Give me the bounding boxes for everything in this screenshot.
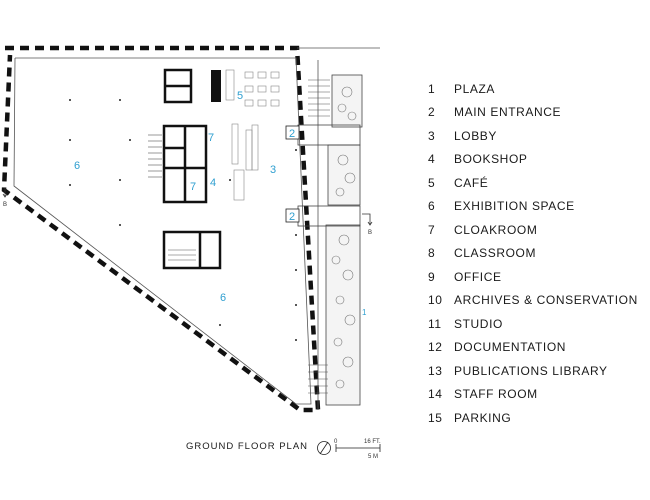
section-marker-right xyxy=(362,213,373,226)
legend-number: 3 xyxy=(428,128,436,143)
legend-item: 11 STUDIO xyxy=(428,312,643,336)
legend-item: 1 PLAZA xyxy=(428,77,643,101)
scale-feet: 16 FT. xyxy=(364,439,381,445)
cafe-counter xyxy=(211,70,221,102)
legend-item: 3 LOBBY xyxy=(428,124,643,148)
legend-number: 2 xyxy=(428,105,436,120)
legend-item: 13 PUBLICATIONS LIBRARY xyxy=(428,359,643,383)
legend-number: 12 xyxy=(428,340,443,355)
legend-label: MAIN ENTRANCE xyxy=(454,105,562,120)
section-label-right: B xyxy=(368,230,372,236)
room-legend: 1 PLAZA 2 MAIN ENTRANCE 3 LOBBY 4 BOOKSHOP 5 CAFÉ… xyxy=(428,77,643,430)
section-marker-left xyxy=(2,188,8,198)
room-label-entrance-top: 2 xyxy=(289,128,295,140)
legend-label: PLAZA xyxy=(454,81,496,96)
room-label-cafe: 5 xyxy=(237,90,243,102)
interior-outline xyxy=(13,47,380,410)
legend-item: 4 BOOKSHOP xyxy=(428,148,643,172)
legend-item: 2 MAIN ENTRANCE xyxy=(428,101,643,125)
legend-number: 1 xyxy=(428,81,436,96)
entrance-marker-top-box xyxy=(285,125,300,140)
legend-item: 10 ARCHIVES & CONSERVATION xyxy=(428,289,643,313)
legend-number: 8 xyxy=(428,246,436,261)
room-label-entrance-bottom: 2 xyxy=(289,211,295,223)
room-label-lobby: 3 xyxy=(270,164,276,176)
room-label-plaza: 1 xyxy=(362,308,367,317)
legend-item: 15 PARKING xyxy=(428,406,643,430)
planter-trees xyxy=(331,86,357,389)
legend-label: STAFF ROOM xyxy=(454,387,538,402)
lower-core xyxy=(162,230,222,270)
legend-label: CLASSROOM xyxy=(454,246,537,261)
cafe-core xyxy=(163,68,193,104)
legend-label: STUDIO xyxy=(454,316,503,331)
cafe-tables xyxy=(225,69,280,107)
plaza-stairs xyxy=(308,79,330,394)
central-core xyxy=(162,124,208,204)
scale-meters: 5 M xyxy=(368,454,378,460)
legend-number: 6 xyxy=(428,199,436,214)
legend-item: 12 DOCUMENTATION xyxy=(428,336,643,360)
legend-number: 7 xyxy=(428,222,436,237)
legend-number: 9 xyxy=(428,269,436,284)
legend-item: 14 STAFF ROOM xyxy=(428,383,643,407)
plaza-planters xyxy=(325,74,363,406)
scale-bar xyxy=(335,444,381,452)
section-label-left: B xyxy=(3,202,7,208)
legend-number: 14 xyxy=(428,387,443,402)
scale-zero: 0 xyxy=(334,439,338,445)
legend-number: 11 xyxy=(428,316,442,331)
lower-core-stair xyxy=(168,249,196,261)
bookshop-shelves xyxy=(231,123,259,201)
legend-label: PUBLICATIONS LIBRARY xyxy=(454,363,608,378)
core-stair xyxy=(148,134,162,178)
legend-number: 13 xyxy=(428,363,443,378)
entrance-marker-bottom-box xyxy=(285,208,300,223)
legend-item: 9 OFFICE xyxy=(428,265,643,289)
legend-number: 15 xyxy=(428,410,443,425)
legend-number: 5 xyxy=(428,175,436,190)
legend-label: LOBBY xyxy=(454,128,498,143)
legend-label: CAFÉ xyxy=(454,175,489,190)
room-label-cloak-top: 7 xyxy=(208,132,214,144)
legend-number: 4 xyxy=(428,152,436,167)
columns xyxy=(69,99,297,341)
legend-item: 6 EXHIBITION SPACE xyxy=(428,195,643,219)
legend-label: EXHIBITION SPACE xyxy=(454,199,575,214)
room-label-cloak-bottom: 7 xyxy=(190,181,196,193)
legend-label: DOCUMENTATION xyxy=(454,340,567,355)
exterior-wall xyxy=(1,45,321,413)
legend-label: BOOKSHOP xyxy=(454,152,528,167)
room-label-bookshop: 4 xyxy=(210,177,216,189)
legend-item: 5 CAFÉ xyxy=(428,171,643,195)
legend-number: 10 xyxy=(428,293,443,308)
legend-item: 8 CLASSROOM xyxy=(428,242,643,266)
legend-label: ARCHIVES & CONSERVATION xyxy=(454,293,638,308)
legend-item: 7 CLOAKROOM xyxy=(428,218,643,242)
room-label-exhibition-bottom: 6 xyxy=(220,292,226,304)
plan-caption: GROUND FLOOR PLAN xyxy=(186,441,309,452)
legend-label: OFFICE xyxy=(454,269,502,284)
legend-label: CLOAKROOM xyxy=(454,222,538,237)
legend-label: PARKING xyxy=(454,410,512,425)
room-label-exhibition-left: 6 xyxy=(74,160,80,172)
north-arrow-icon xyxy=(317,441,331,455)
